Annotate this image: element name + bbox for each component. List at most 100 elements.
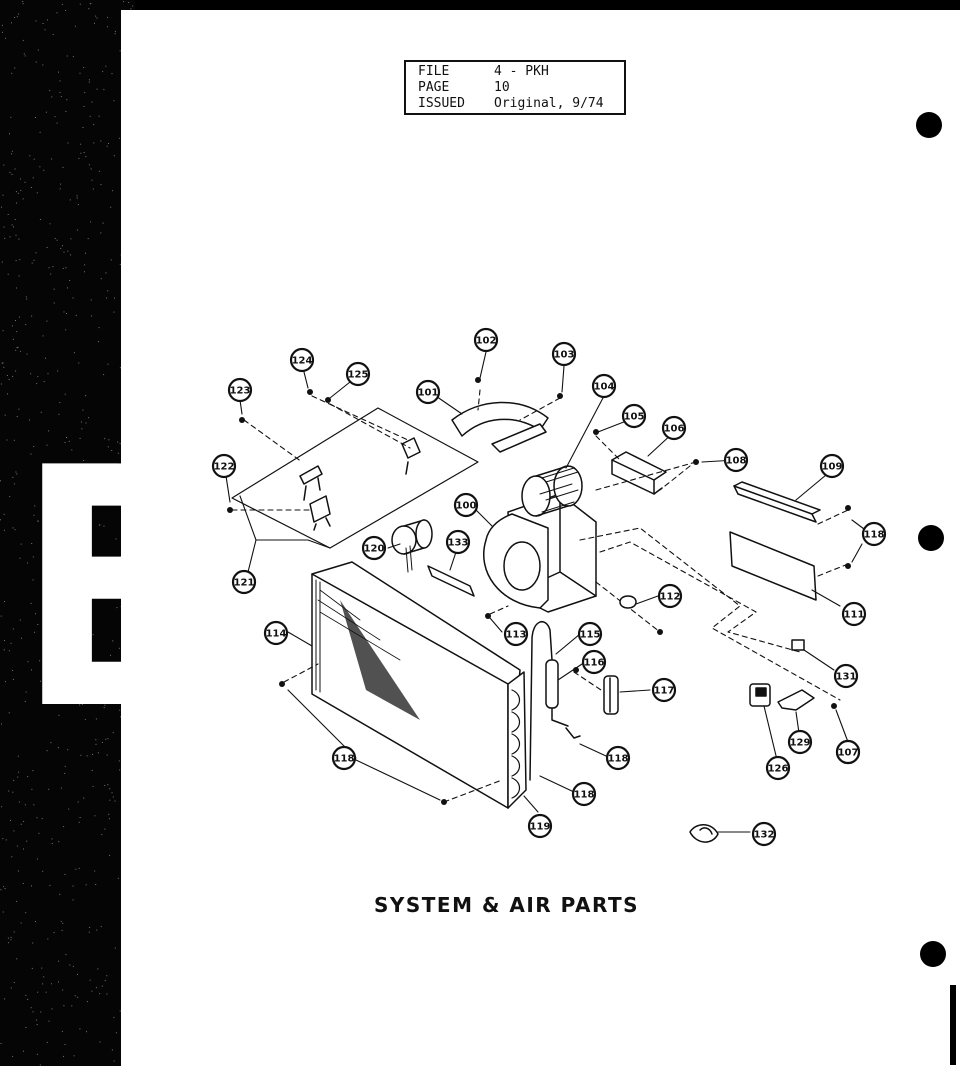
- noise-dot: [96, 465, 98, 467]
- noise-dot: [11, 153, 12, 155]
- noise-dot: [11, 856, 13, 858]
- noise-dot: [119, 50, 121, 52]
- noise-dot: [106, 993, 108, 995]
- noise-dot: [88, 931, 90, 933]
- noise-dot: [9, 133, 10, 135]
- noise-dot: [36, 1024, 38, 1025]
- noise-dot: [72, 56, 74, 58]
- noise-dot: [113, 155, 115, 157]
- noise-dot: [109, 788, 111, 790]
- info-box: FILE 4 - PKH PAGE 10 ISSUED Original, 9/…: [404, 60, 626, 115]
- noise-dot: [94, 22, 95, 24]
- noise-dot: [67, 142, 69, 144]
- noise-dot: [16, 331, 18, 333]
- noise-dot: [13, 779, 15, 781]
- noise-dot: [14, 529, 16, 531]
- noise-dot: [35, 20, 37, 22]
- noise-dot: [64, 393, 66, 395]
- noise-dot: [25, 912, 27, 914]
- noise-dot: [23, 1050, 24, 1052]
- callout-number: 114: [266, 629, 287, 640]
- noise-dot: [91, 689, 93, 691]
- noise-dot: [39, 1064, 41, 1066]
- callout-bubble: [661, 415, 687, 441]
- noise-dot: [47, 678, 49, 680]
- noise-dot: [86, 698, 87, 700]
- noise-dot: [108, 439, 110, 441]
- noise-dot: [2, 362, 4, 364]
- noise-dot: [58, 960, 60, 962]
- noise-dot: [114, 947, 116, 949]
- noise-dot: [59, 402, 61, 404]
- noise-dot: [2, 330, 4, 332]
- callout-number: 111: [844, 610, 865, 621]
- noise-dot: [1, 31, 3, 33]
- noise-dot: [26, 353, 28, 355]
- noise-dot: [89, 531, 91, 533]
- callout-number: 129: [790, 738, 811, 749]
- noise-dot: [79, 3, 81, 5]
- noise-dot: [103, 374, 105, 376]
- noise-dot: [92, 753, 93, 755]
- noise-dot: [64, 765, 66, 767]
- noise-dot: [57, 370, 59, 372]
- callout-number: 109: [822, 462, 843, 473]
- noise-dot: [69, 280, 71, 281]
- noise-dot: [6, 439, 8, 441]
- noise-dot: [107, 16, 109, 18]
- noise-dot: [101, 834, 103, 836]
- noise-dot: [119, 263, 121, 265]
- callouts: 1001011021031041051061081091101111121131…: [211, 327, 887, 847]
- noise-dot: [81, 703, 83, 705]
- noise-dot: [83, 152, 85, 153]
- noise-dot: [118, 137, 120, 139]
- noise-dot: [98, 327, 100, 329]
- callout-number: 118: [864, 530, 885, 541]
- noise-dot: [13, 982, 15, 983]
- noise-dot: [92, 188, 94, 190]
- noise-dot: [56, 586, 58, 588]
- noise-dot: [68, 440, 70, 442]
- callout-bubble: [289, 347, 315, 373]
- noise-dot: [25, 1027, 27, 1028]
- noise-dot: [79, 704, 81, 706]
- noise-dot: [8, 379, 10, 381]
- noise-dot: [85, 252, 86, 254]
- panel-bracket-leg: [303, 461, 409, 531]
- noise-dot: [35, 61, 37, 63]
- noise-dot: [8, 712, 10, 714]
- noise-dot: [108, 143, 109, 144]
- noise-dot: [113, 100, 115, 102]
- noise-dot: [79, 817, 81, 818]
- noise-dot: [71, 548, 73, 550]
- noise-dot: [101, 742, 103, 743]
- noise-dot: [10, 116, 12, 118]
- noise-dot: [33, 158, 35, 160]
- noise-dot: [36, 858, 38, 860]
- noise-dot: [27, 776, 29, 778]
- noise-dot: [91, 770, 93, 771]
- noise-dot: [59, 893, 61, 895]
- noise-dot: [60, 787, 62, 789]
- callout-number: 124: [292, 356, 313, 367]
- noise-dot: [47, 19, 48, 21]
- noise-dot: [3, 529, 5, 531]
- noise-dot: [112, 796, 114, 798]
- noise-dot: [74, 995, 76, 997]
- noise-dot: [85, 884, 87, 886]
- noise-dot: [31, 885, 32, 887]
- noise-dot: [56, 122, 58, 124]
- noise-dot: [62, 922, 64, 924]
- noise-dot: [107, 363, 109, 365]
- noise-dot: [4, 237, 6, 239]
- noise-dot: [78, 684, 80, 686]
- noise-dot: [91, 101, 93, 103]
- clamp-112: [619, 595, 637, 609]
- noise-dot: [22, 3, 24, 5]
- bracket-109: [733, 485, 817, 523]
- noise-dot: [42, 870, 44, 872]
- noise-dot: [96, 681, 98, 683]
- noise-dot: [76, 195, 78, 197]
- noise-dot: [76, 229, 78, 231]
- noise-dot: [35, 252, 37, 254]
